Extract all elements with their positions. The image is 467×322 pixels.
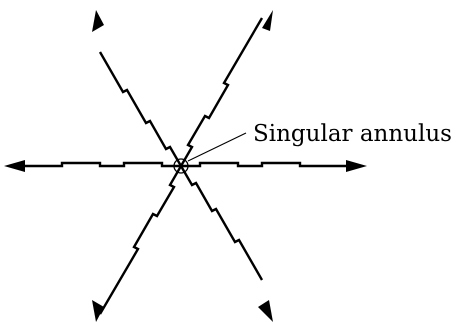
- arrowhead-left: [4, 160, 25, 172]
- ray-right: [181, 161, 355, 168]
- arrowhead-lower-left: [92, 300, 104, 322]
- annotation-leader-line: [187, 132, 247, 162]
- arrowhead-upper-left: [92, 10, 104, 32]
- ray-lower-left: [98, 165, 183, 315]
- annotation-label: Singular annulus: [253, 121, 452, 147]
- arrowhead-right: [346, 160, 367, 172]
- ray-lower-right: [179, 165, 264, 281]
- ray-upper-right: [179, 17, 264, 167]
- ray-left: [17, 161, 181, 168]
- singular-annulus: [173, 158, 189, 174]
- arrowhead-upper-right: [262, 10, 273, 31]
- arrowhead-lower-right: [258, 300, 273, 322]
- ray-upper-left: [98, 51, 183, 167]
